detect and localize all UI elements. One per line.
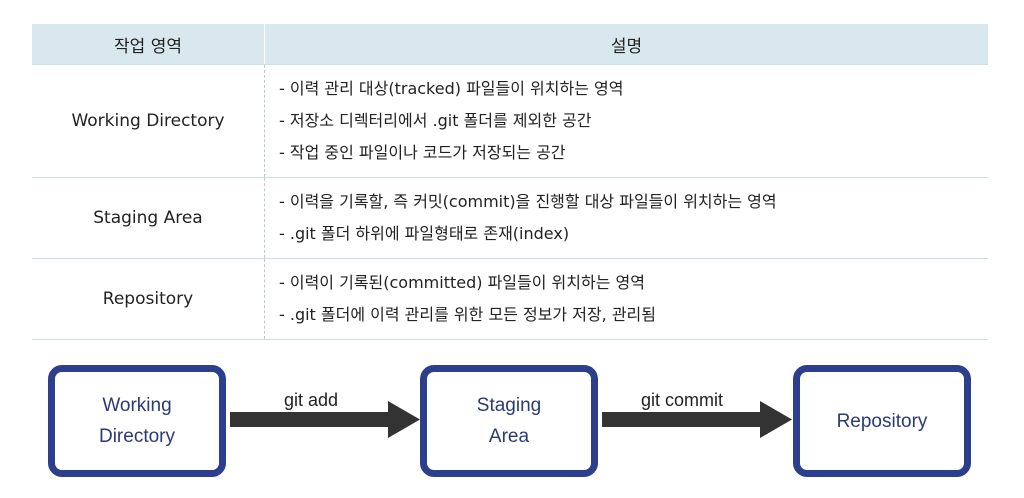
- box-label: Staging Area: [476, 395, 542, 447]
- row-name: Working Directory: [71, 111, 225, 131]
- description-line: - 저장소 디렉터리에서 .git 폴더를 제외한 공간: [279, 111, 592, 130]
- row-description: - 이력을 기록할, 즉 커밋(commit)을 진행할 대상 파일들이 위치하…: [264, 178, 988, 258]
- table-row: Staging Area - 이력을 기록할, 즉 커밋(commit)을 진행…: [32, 177, 988, 258]
- staging-area-box: Staging Area: [420, 365, 598, 477]
- description-line: - 이력을 기록할, 즉 커밋(commit)을 진행할 대상 파일들이 위치하…: [279, 192, 777, 211]
- description-line: - .git 폴더에 이력 관리를 위한 모든 정보가 저장, 관리됨: [279, 305, 656, 324]
- row-description: - 이력이 기록된(committed) 파일들이 위치하는 영역 - .git…: [264, 259, 988, 339]
- table-header: 작업 영역 설명: [32, 24, 988, 64]
- table-row: Repository - 이력이 기록된(committed) 파일들이 위치하…: [32, 258, 988, 340]
- git-add-label: git add: [284, 390, 339, 410]
- git-commit-label: git commit: [641, 390, 724, 410]
- repository-box: Repository: [793, 365, 971, 477]
- description-line: - .git 폴더 하위에 파일형태로 존재(index): [279, 224, 570, 243]
- row-name: Repository: [102, 289, 194, 309]
- work-area-table: 작업 영역 설명 Working Directory - 이력 관리 대상(tr…: [32, 24, 988, 340]
- description-line: - 이력 관리 대상(tracked) 파일들이 위치하는 영역: [279, 79, 624, 98]
- description-line: - 이력이 기록된(committed) 파일들이 위치하는 영역: [279, 273, 645, 292]
- git-add-arrow: [230, 401, 420, 438]
- header-description: 설명: [264, 24, 988, 64]
- git-commit-arrow: [602, 401, 792, 438]
- table-row: Working Directory - 이력 관리 대상(tracked) 파일…: [32, 64, 988, 177]
- description-line: - 작업 중인 파일이나 코드가 저장되는 공간: [279, 143, 566, 162]
- row-name: Staging Area: [93, 208, 203, 228]
- box-label: Working Directory: [98, 395, 175, 447]
- row-description: - 이력 관리 대상(tracked) 파일들이 위치하는 영역 - 저장소 디…: [264, 65, 988, 177]
- box-label: Repository: [836, 410, 928, 432]
- header-work-area: 작업 영역: [114, 36, 182, 57]
- working-directory-box: Working Directory: [48, 365, 226, 477]
